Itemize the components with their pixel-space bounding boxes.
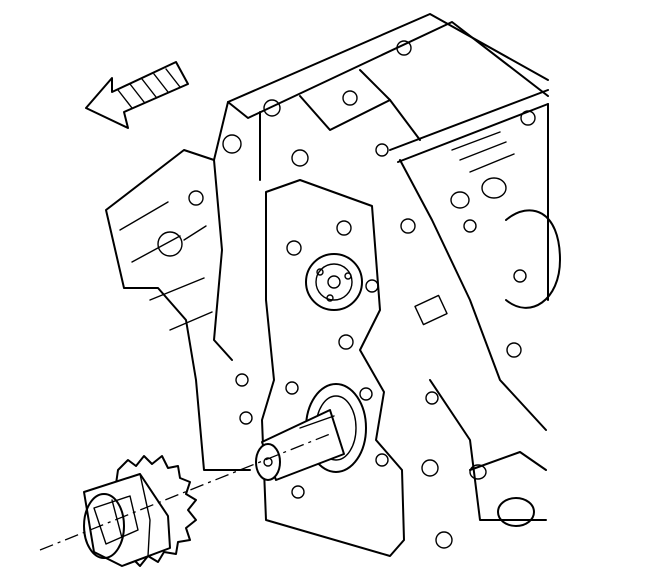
centerline [39,433,331,551]
arrow-left-icon [85,61,189,129]
front-cover-plate [261,179,405,557]
engine-block [105,13,561,549]
crankshaft-nose [255,383,367,481]
crankshaft-sprocket [83,455,197,567]
